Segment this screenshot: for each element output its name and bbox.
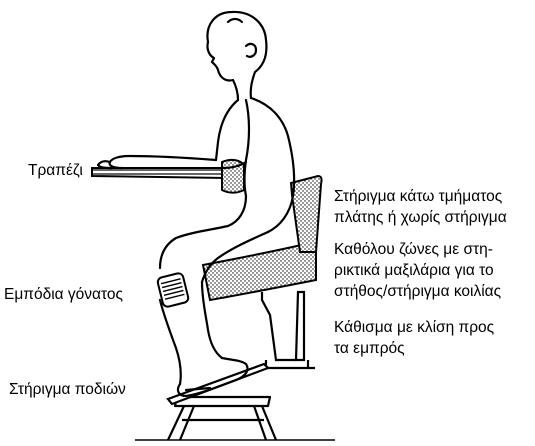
label-seat-line-2: τα εμπρός <box>334 339 405 358</box>
person <box>98 12 294 396</box>
label-straps-line-1: Καθόλου ζώνες με στη- <box>334 240 493 259</box>
stool <box>168 397 276 440</box>
chair-frame <box>262 292 315 368</box>
back-support <box>291 176 322 252</box>
label-back-support-line-1: Στήριγμα κάτω τμήματος <box>334 187 502 206</box>
label-seat-line-1: Κάθισμα με κλίση προς <box>334 318 494 337</box>
label-knee-block: Εμπόδια γόνατος <box>4 285 123 304</box>
label-footrest: Στήριγμα ποδιών <box>9 380 126 399</box>
table-top <box>92 168 226 178</box>
label-straps-line-2: ρικτικά μαξιλάρια για το <box>334 261 494 280</box>
label-back-support-line-2: πλάτης ή χωρίς στήριγμα <box>334 208 507 227</box>
label-table: Τραπέζι <box>28 161 83 180</box>
label-straps-line-3: στήθος/στήριγμα κοιλίας <box>334 282 501 301</box>
